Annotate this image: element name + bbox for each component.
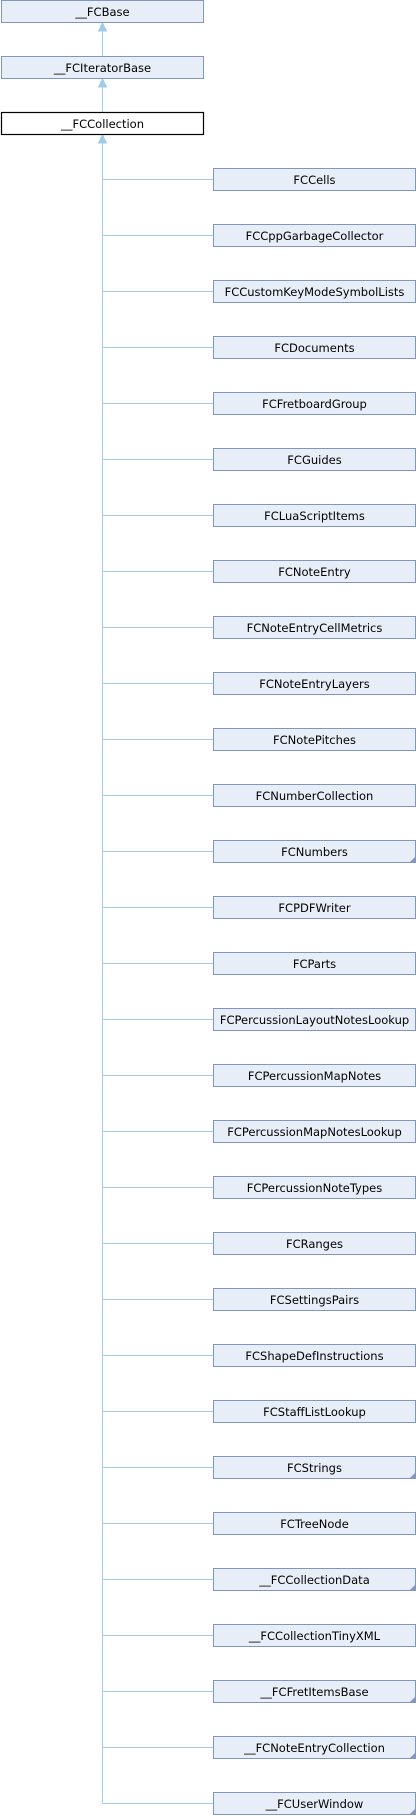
- derived-class-label: FCFretboardGroup: [262, 397, 367, 411]
- derived-class-label: FCDocuments: [274, 341, 354, 355]
- derived-class-label: FCNotePitches: [273, 733, 356, 747]
- derived-class-node[interactable]: FCPercussionMapNotesLookup: [213, 1120, 416, 1143]
- derived-class-node[interactable]: FCNoteEntryLayers: [213, 672, 416, 695]
- arrowhead-icon: [97, 133, 108, 144]
- more-subclasses-icon: [409, 856, 416, 863]
- ancestor-node-label: __FCIteratorBase: [53, 61, 151, 75]
- derived-class-label: FCPercussionMapNotesLookup: [227, 1125, 402, 1139]
- more-subclasses-icon: [409, 1584, 416, 1591]
- derived-class-node[interactable]: FCParts: [213, 952, 416, 975]
- current-node-box: [0, 111, 205, 136]
- derived-class-node[interactable]: __FCUserWindow: [213, 1792, 416, 1815]
- derived-class-label: FCNoteEntry: [278, 565, 351, 579]
- derived-class-node[interactable]: FCNumbers: [213, 840, 416, 863]
- derived-class-node[interactable]: FCSettingsPairs: [213, 1288, 416, 1311]
- current-node-label: __FCCollection: [60, 117, 144, 131]
- derived-class-label: FCNoteEntryLayers: [259, 677, 370, 691]
- derived-class-label: FCLuaScriptItems: [264, 509, 365, 523]
- derived-class-label: FCShapeDefInstructions: [245, 1349, 383, 1363]
- inheritance-edges: [97, 21, 214, 1804]
- derived-class-label: __FCFretItemsBase: [259, 1685, 368, 1699]
- derived-class-node[interactable]: __FCNoteEntryCollection: [213, 1736, 416, 1759]
- arrowhead-icon: [97, 21, 108, 32]
- derived-class-label: FCCppGarbageCollector: [246, 229, 384, 243]
- derived-class-node[interactable]: FCFretboardGroup: [213, 392, 416, 415]
- derived-class-node[interactable]: FCGuides: [213, 448, 416, 471]
- current-node-fccollection: __FCCollection: [0, 111, 205, 136]
- derived-class-label: __FCUserWindow: [265, 1797, 364, 1811]
- derived-class-node[interactable]: FCNumberCollection: [213, 784, 416, 807]
- derived-class-label: FCSettingsPairs: [270, 1293, 359, 1307]
- derived-class-node[interactable]: FCCells: [213, 168, 416, 191]
- derived-class-node[interactable]: FCPercussionMapNotes: [213, 1064, 416, 1087]
- derived-class-label: FCNoteEntryCellMetrics: [247, 621, 383, 635]
- more-subclasses-icon: [409, 1472, 416, 1479]
- ancestor-node-box: [1, 56, 204, 79]
- derived-class-label: FCCells: [293, 173, 335, 187]
- derived-class-label: FCParts: [293, 957, 336, 971]
- derived-class-node[interactable]: __FCCollectionData: [213, 1568, 416, 1591]
- derived-class-label: FCCustomKeyModeSymbolLists: [225, 285, 405, 299]
- more-subclasses-icon: [409, 1752, 416, 1759]
- derived-class-list: FCCellsFCCppGarbageCollectorFCCustomKeyM…: [213, 168, 416, 1815]
- derived-class-node[interactable]: __FCFretItemsBase: [213, 1680, 416, 1703]
- derived-class-label: FCNumbers: [281, 845, 348, 859]
- derived-class-node[interactable]: FCPercussionNoteTypes: [213, 1176, 416, 1199]
- more-subclasses-icon: [409, 1808, 416, 1815]
- derived-class-node[interactable]: FCCustomKeyModeSymbolLists: [213, 280, 416, 303]
- derived-class-label: FCTreeNode: [280, 1517, 349, 1531]
- derived-class-label: FCPercussionLayoutNotesLookup: [220, 1013, 409, 1027]
- derived-class-node[interactable]: FCStrings: [213, 1456, 416, 1479]
- derived-class-node[interactable]: FCNoteEntry: [213, 560, 416, 583]
- derived-class-node[interactable]: FCCppGarbageCollector: [213, 224, 416, 247]
- ancestor-node-box: [1, 0, 204, 23]
- arrowhead-icon: [97, 77, 108, 88]
- derived-class-node[interactable]: FCPercussionLayoutNotesLookup: [213, 1008, 416, 1031]
- derived-class-label: FCPDFWriter: [278, 901, 350, 915]
- ancestor-node-label: __FCBase: [74, 5, 129, 19]
- derived-class-label: FCPercussionMapNotes: [248, 1069, 381, 1083]
- derived-class-label: FCNumberCollection: [256, 789, 374, 803]
- derived-class-node[interactable]: FCLuaScriptItems: [213, 504, 416, 527]
- derived-class-node[interactable]: FCPDFWriter: [213, 896, 416, 919]
- ancestor-node-fcbase[interactable]: __FCBase: [1, 0, 204, 23]
- derived-class-node[interactable]: __FCCollectionTinyXML: [213, 1624, 416, 1647]
- derived-class-label: FCPercussionNoteTypes: [247, 1181, 382, 1195]
- more-subclasses-icon: [409, 1696, 416, 1703]
- derived-class-node[interactable]: FCDocuments: [213, 336, 416, 359]
- derived-class-node[interactable]: FCStaffListLookup: [213, 1400, 416, 1423]
- derived-class-label: __FCNoteEntryCollection: [243, 1741, 385, 1755]
- ancestor-node-fciteratorbase[interactable]: __FCIteratorBase: [1, 56, 204, 79]
- derived-class-node[interactable]: FCRanges: [213, 1232, 416, 1255]
- derived-class-label: FCStaffListLookup: [263, 1405, 366, 1419]
- derived-class-node[interactable]: FCShapeDefInstructions: [213, 1344, 416, 1367]
- derived-class-label: FCRanges: [286, 1237, 343, 1251]
- derived-class-label: __FCCollectionData: [258, 1573, 370, 1587]
- derived-class-label: FCGuides: [287, 453, 341, 467]
- derived-class-node[interactable]: FCNoteEntryCellMetrics: [213, 616, 416, 639]
- derived-class-label: FCStrings: [287, 1461, 342, 1475]
- derived-class-label: __FCCollectionTinyXML: [248, 1629, 381, 1643]
- derived-class-node[interactable]: FCTreeNode: [213, 1512, 416, 1535]
- derived-class-node[interactable]: FCNotePitches: [213, 728, 416, 751]
